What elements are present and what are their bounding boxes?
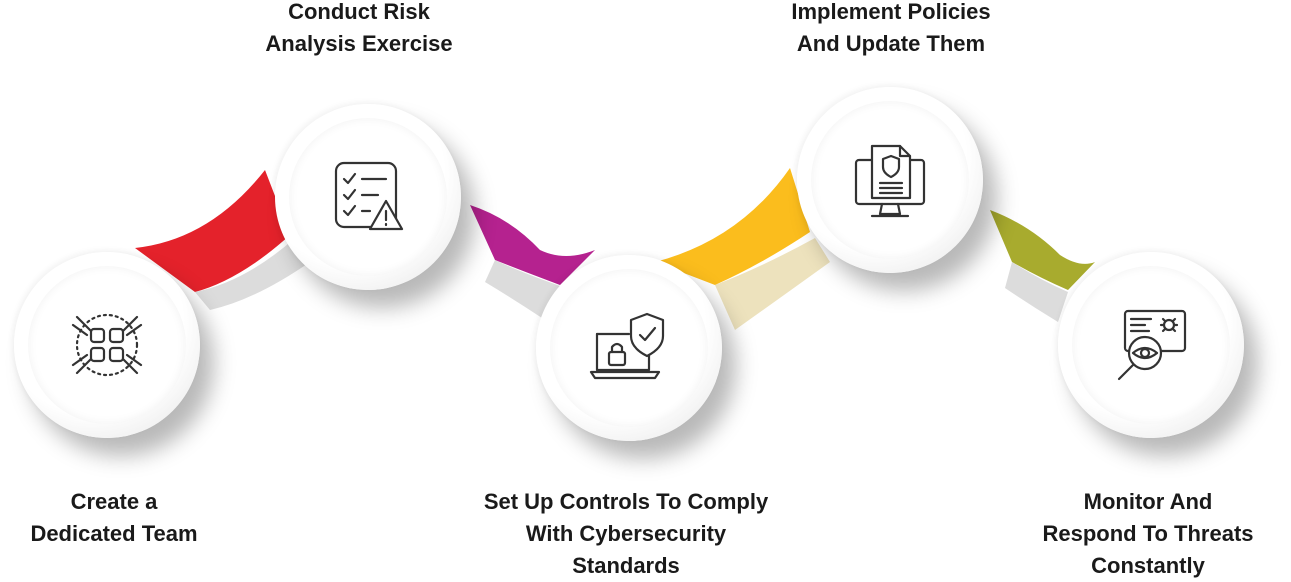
step-5-label-line-3: Constantly: [1091, 553, 1205, 578]
checklist-warning-icon: [334, 161, 404, 231]
step-4-label-line-1: Implement Policies: [791, 0, 991, 24]
step-1-label-line-2: Dedicated Team: [30, 521, 198, 546]
laptop-lock-shield-icon: [589, 312, 665, 380]
step-2-label-line-1: Conduct Risk: [288, 0, 430, 24]
connector-olive-grey: [1005, 262, 1068, 322]
step-5-circle: [1058, 252, 1244, 438]
step-1-label-line-1: Create a: [70, 489, 158, 514]
step-4-label-line-2: And Update Them: [796, 31, 986, 56]
step-4-circle: [797, 87, 983, 273]
step-5-label-line-2: Respond To Threats: [1042, 521, 1254, 546]
step-2-circle: [275, 104, 461, 290]
step-1-circle: [14, 252, 200, 438]
step-1-circle-inner: [28, 266, 186, 424]
step-3-label: Set Up Controls To Comply With Cybersecu…: [451, 486, 801, 582]
step-3-circle: [536, 255, 722, 441]
step-3-circle-inner: [550, 269, 708, 427]
connector-yellow-grey: [715, 238, 830, 330]
step-2-label: Conduct Risk Analysis Exercise: [239, 0, 479, 60]
step-3-label-line-3: Standards: [572, 553, 680, 578]
step-3-label-line-2: With Cybersecurity: [525, 521, 727, 546]
step-1-label: Create a Dedicated Team: [14, 486, 214, 550]
connector-red-grey: [195, 238, 310, 310]
step-5-label-line-1: Monitor And: [1083, 489, 1213, 514]
connector-olive: [990, 210, 1095, 290]
team-fist-bump-icon: [71, 313, 143, 377]
step-2-label-line-2: Analysis Exercise: [265, 31, 453, 56]
step-5-label: Monitor And Respond To Threats Constantl…: [1018, 486, 1278, 582]
connector-red: [135, 170, 290, 292]
monitor-threat-search-icon: [1117, 309, 1187, 381]
step-4-label: Implement Policies And Update Them: [766, 0, 1016, 60]
connector-magenta: [470, 205, 595, 285]
connector-magenta-grey: [485, 260, 560, 320]
step-2-circle-inner: [289, 118, 447, 276]
connector-yellow: [655, 168, 810, 285]
step-3-label-line-1: Set Up Controls To Comply: [483, 489, 769, 514]
monitor-policy-document-icon: [854, 144, 926, 218]
